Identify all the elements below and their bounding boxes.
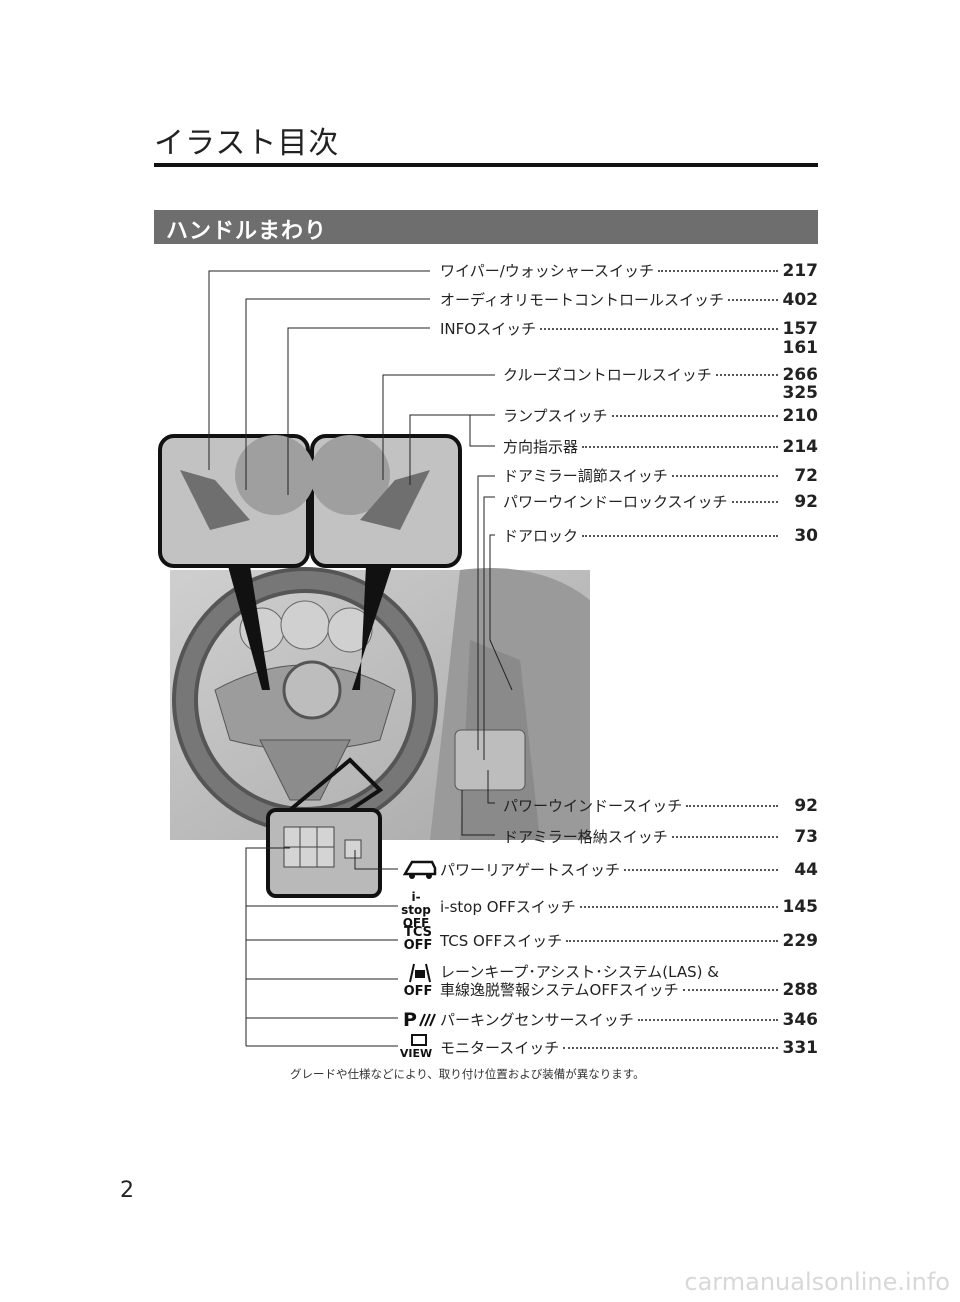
list-item[interactable]: クルーズコントロールスイッチ 266 <box>503 364 818 386</box>
entry-label: パワーウインドースイッチ <box>503 797 683 815</box>
entry-label: TCS OFFスイッチ <box>440 932 563 950</box>
svg-text:P: P <box>403 1009 417 1030</box>
page-number-secondary: 161 <box>782 338 819 358</box>
list-item[interactable]: 方向指示器 214 <box>503 436 818 458</box>
parking-sensor-icon: P <box>403 1009 436 1030</box>
leader-dots <box>611 415 778 417</box>
leader-dots <box>566 940 778 942</box>
monitor-view-icon: VIEW <box>399 1047 433 1060</box>
entry-label: ドアロック <box>503 527 579 545</box>
leader-dots <box>637 1019 778 1021</box>
section-title: ハンドルまわり <box>166 219 328 244</box>
list-item[interactable]: TCS OFFスイッチ 229 <box>440 930 818 952</box>
list-item[interactable]: ドアミラー調節スイッチ 72 <box>503 465 818 487</box>
entry-label-line2: 車線逸脱警報システムOFFスイッチ <box>440 981 679 999</box>
page-number: 346 <box>782 1010 819 1030</box>
leader-dots <box>727 299 778 301</box>
leader-dots <box>715 374 778 376</box>
list-item[interactable]: ランプスイッチ 210 <box>503 405 818 427</box>
page-number: 217 <box>782 261 819 281</box>
leader-dots <box>582 535 778 537</box>
page-number: 92 <box>794 492 818 512</box>
entry-label: ワイパー/ウォッシャースイッチ <box>440 262 655 280</box>
entry-label: オーディオリモートコントロールスイッチ <box>440 291 724 309</box>
page-number: 73 <box>794 827 818 847</box>
list-item[interactable]: ドアミラー格納スイッチ 73 <box>503 826 818 848</box>
leader-dots <box>671 836 778 838</box>
watermark: carmanualsonline.info <box>684 1268 950 1296</box>
entry-label: ドアミラー格納スイッチ <box>503 828 668 846</box>
las-off-label: OFF <box>403 984 433 999</box>
page-number: 402 <box>782 290 819 310</box>
page-title: イラスト目次 <box>154 126 340 161</box>
section-header: ハンドルまわり <box>154 210 818 244</box>
leader-dots <box>582 446 778 448</box>
list-item[interactable]: パワーウインドースイッチ 92 <box>503 795 818 817</box>
page-number: 288 <box>782 980 819 1000</box>
page-number: 44 <box>794 860 818 880</box>
page-number: 72 <box>794 466 818 486</box>
page-number: 92 <box>794 796 818 816</box>
entry-label: パーキングセンサースイッチ <box>440 1011 634 1029</box>
list-item[interactable]: パーキングセンサースイッチ 346 <box>440 1009 818 1031</box>
entry-label: パワーリアゲートスイッチ <box>440 861 621 879</box>
list-item[interactable]: パワーウインドーロックスイッチ 92 <box>503 491 818 513</box>
las-off-icon <box>409 963 431 983</box>
leader-dots <box>579 906 778 908</box>
leader-dots <box>731 501 778 503</box>
list-item[interactable]: i-stop OFFスイッチ 145 <box>440 896 818 918</box>
page-number: 331 <box>782 1038 819 1058</box>
leader-dots <box>671 475 778 477</box>
leader-dots <box>540 328 778 330</box>
footnote: グレードや仕様などにより、取り付け位置および装備が異なります。 <box>290 1067 645 1081</box>
list-item[interactable]: パワーリアゲートスイッチ 44 <box>440 859 818 881</box>
page-number: 214 <box>782 437 819 457</box>
entry-label: ランプスイッチ <box>503 407 608 425</box>
list-item[interactable]: モニタースイッチ 331 <box>440 1037 818 1059</box>
page-number: 210 <box>782 406 819 426</box>
list-item[interactable]: ワイパー/ウォッシャースイッチ 217 <box>440 260 818 282</box>
entry-label: i-stop OFFスイッチ <box>440 898 576 916</box>
entry-label: レーンキープ･アシスト･システム(LAS) & <box>440 963 719 981</box>
entry-label: パワーウインドーロックスイッチ <box>503 493 728 511</box>
leader-dots <box>658 270 778 272</box>
entry-label: クルーズコントロールスイッチ <box>503 366 712 384</box>
list-item[interactable]: 車線逸脱警報システムOFFスイッチ 288 <box>440 979 818 1001</box>
page-number-secondary: 325 <box>782 383 819 403</box>
list-item[interactable]: INFOスイッチ 157 <box>440 318 818 340</box>
page-number: 266 <box>782 365 819 385</box>
page-number-footer: 2 <box>120 1178 134 1203</box>
entry-label: ドアミラー調節スイッチ <box>503 467 668 485</box>
entry-label: モニタースイッチ <box>440 1039 560 1057</box>
entry-label: INFOスイッチ <box>440 320 537 338</box>
leader-dots <box>682 989 778 991</box>
leader-dots <box>563 1047 778 1049</box>
page-number: 229 <box>782 931 819 951</box>
rear-gate-icon <box>402 860 437 879</box>
monitor-icon <box>411 1034 427 1046</box>
page-number: 157 <box>782 319 819 339</box>
page-number: 30 <box>794 526 818 546</box>
leader-dots <box>686 805 778 807</box>
leader-dots <box>624 869 778 871</box>
list-item[interactable]: オーディオリモートコントロールスイッチ 402 <box>440 289 818 311</box>
list-item[interactable]: ドアロック 30 <box>503 525 818 547</box>
page-number: 145 <box>782 897 819 917</box>
entry-label: 方向指示器 <box>503 438 579 456</box>
title-divider <box>154 163 818 167</box>
